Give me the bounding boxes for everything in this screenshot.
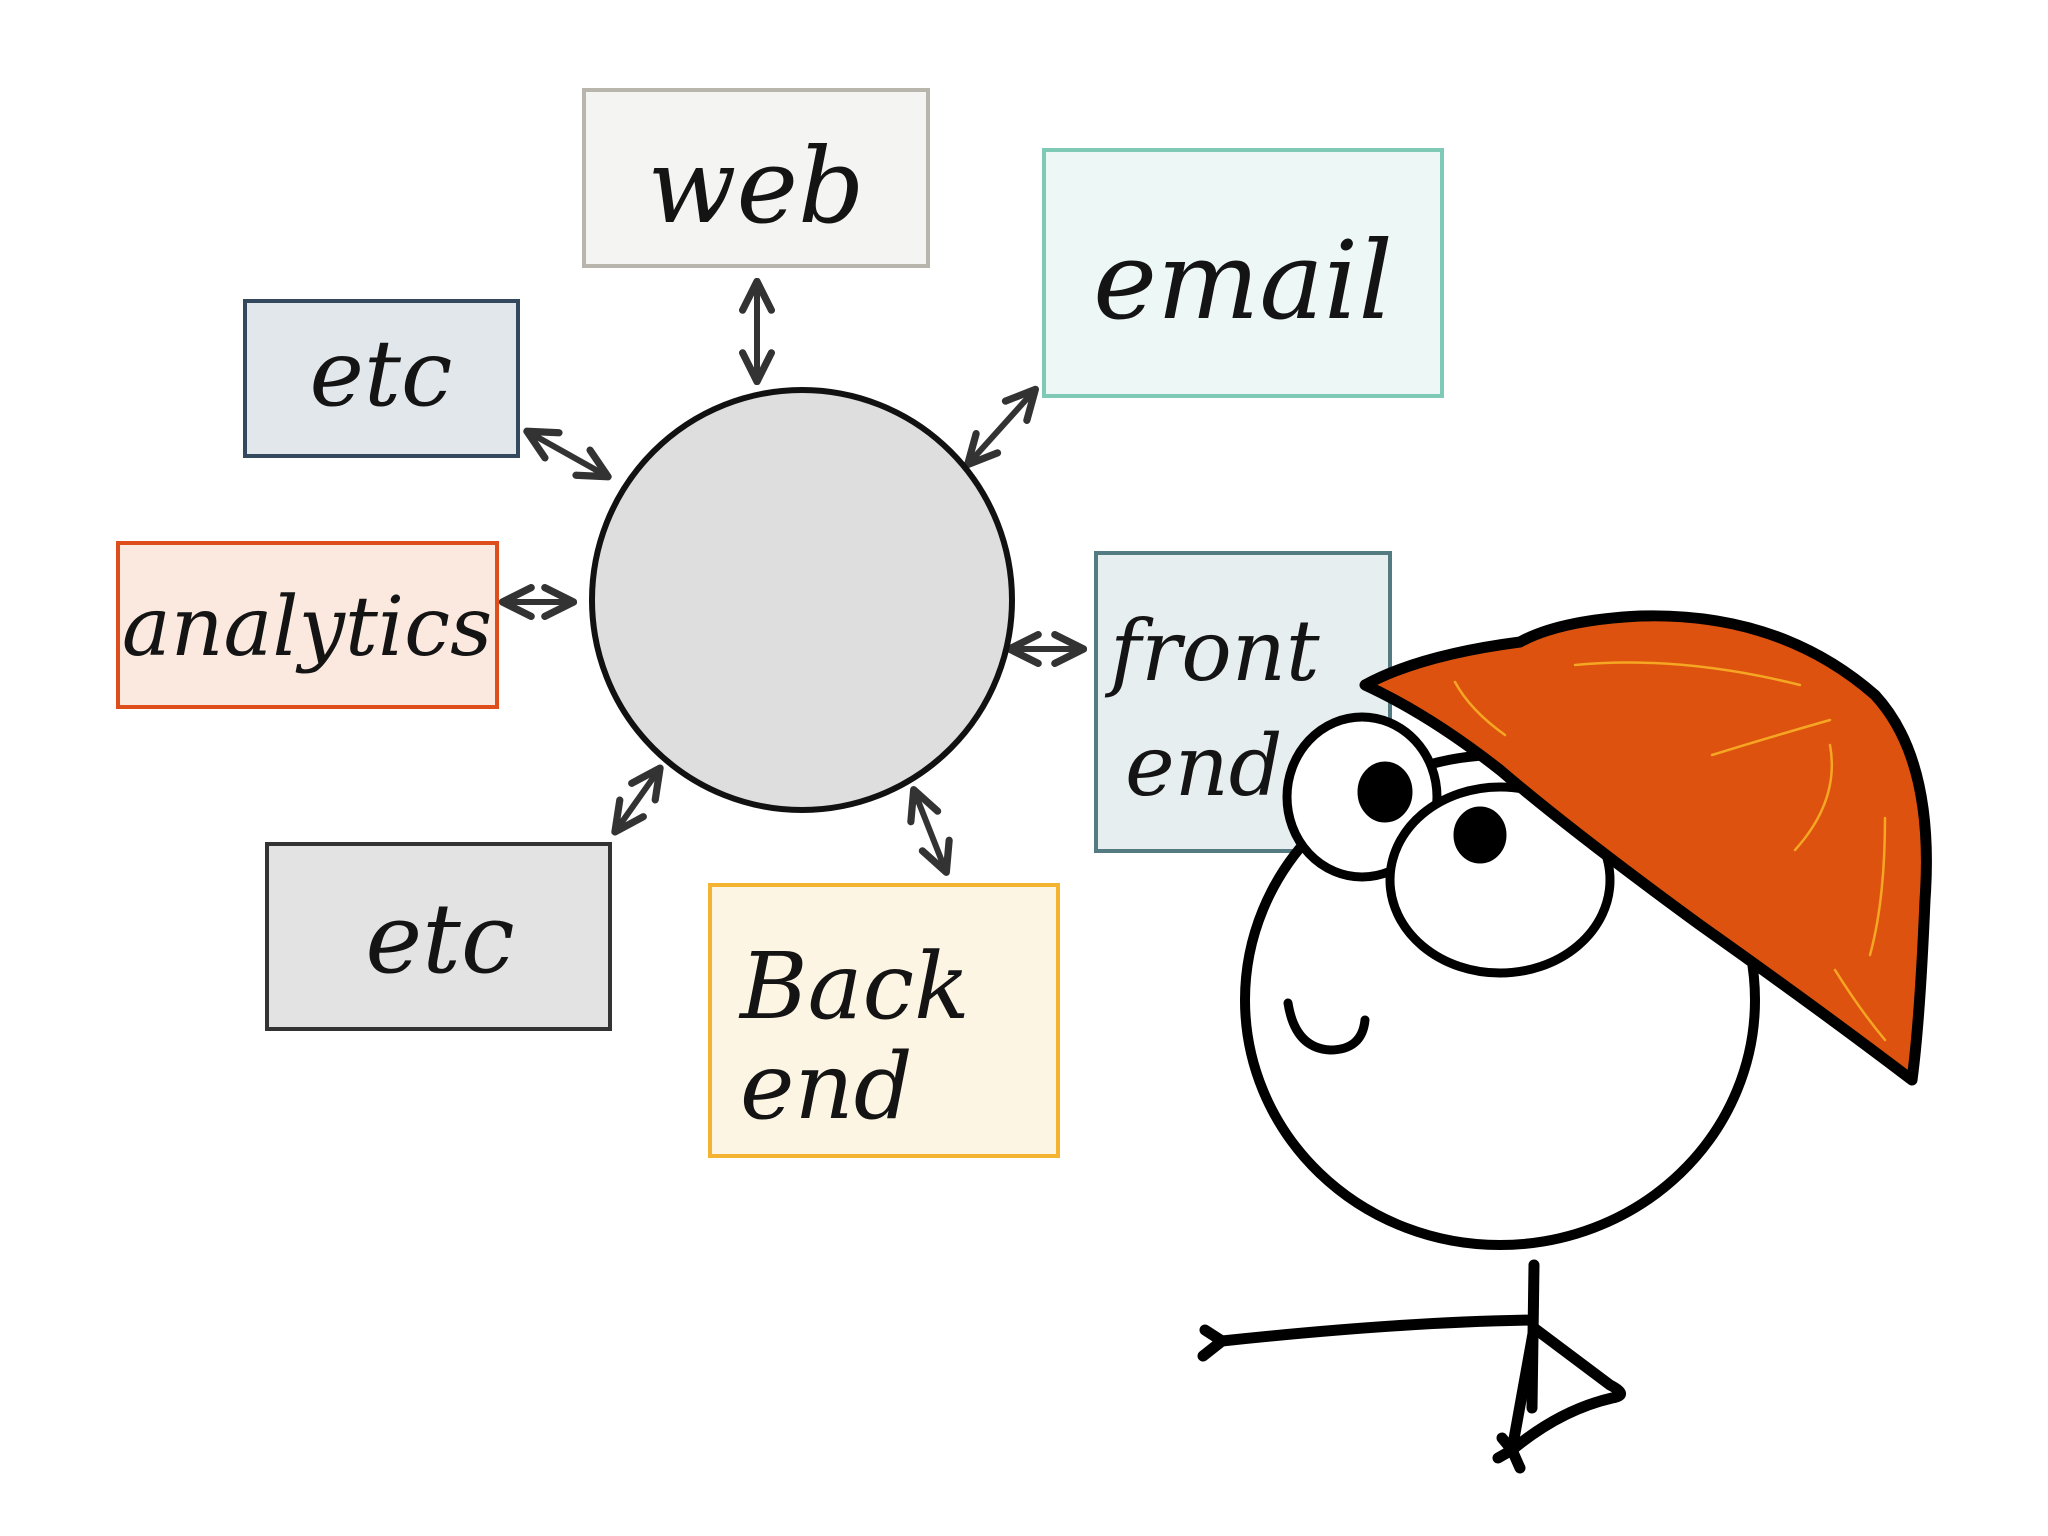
node-label: email (1093, 219, 1393, 344)
connector-etc-bottom (611, 764, 664, 836)
stick-figure-with-hard-hat (1197, 610, 1932, 1474)
node-etc-top: etc (243, 299, 520, 458)
node-label: web (647, 125, 864, 247)
node-label: etc (310, 320, 453, 427)
node-web: web (582, 88, 930, 268)
hard-hat-highlights (1453, 661, 1887, 1042)
node-back-end: Back end (708, 883, 1060, 1158)
connector-back-end (907, 786, 953, 876)
node-label: analytics (122, 580, 492, 675)
node-etc-bottom: etc (265, 842, 612, 1031)
node-label-line-1: front (1104, 602, 1320, 700)
connector-email (963, 385, 1040, 469)
node-label: etc (365, 883, 514, 995)
node-label-line-1: Back (738, 933, 970, 1040)
service-nodes: web email etc analytics front end etc Ba… (116, 88, 1444, 1158)
node-email: email (1042, 148, 1444, 398)
connector-etc-top (523, 427, 612, 481)
figure-smile (1283, 998, 1370, 1055)
figure-legs (1197, 1259, 1626, 1474)
node-analytics: analytics (116, 541, 499, 709)
figure-eyes (1282, 712, 1615, 978)
connectors (498, 277, 1088, 876)
node-label-line-2: end (1125, 717, 1283, 815)
central-hub (589, 387, 1015, 813)
node-label-line-2: end (740, 1033, 913, 1140)
